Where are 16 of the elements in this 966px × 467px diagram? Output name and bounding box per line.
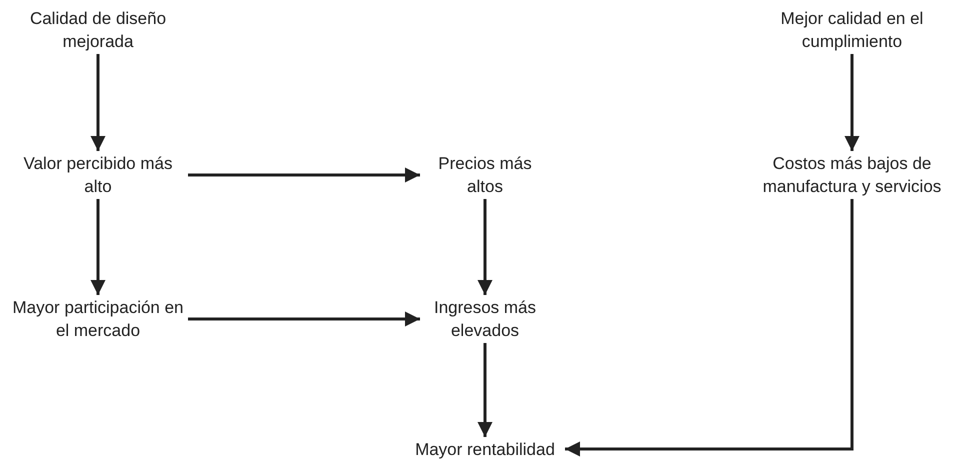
arrow xyxy=(188,168,420,182)
node-label: Mayor participación en el mercado xyxy=(11,297,185,342)
node-label: Ingresos más elevados xyxy=(432,297,538,342)
node-label: Valor percibido más alto xyxy=(22,153,174,198)
arrow xyxy=(478,199,492,295)
arrow xyxy=(188,312,420,326)
arrow xyxy=(90,54,106,151)
node-label: Precios más altos xyxy=(437,153,533,198)
node-label: Mayor rentabilidad xyxy=(415,438,555,460)
arrow xyxy=(844,54,860,151)
arrow xyxy=(90,199,106,295)
node-label: Mejor calidad en el cumplimiento xyxy=(780,8,924,53)
node-label: Calidad de diseño mejorada xyxy=(28,8,168,53)
arrow xyxy=(565,199,854,456)
arrow xyxy=(478,343,492,437)
node-label: Costos más bajos de manufactura y servicios xyxy=(762,153,942,198)
